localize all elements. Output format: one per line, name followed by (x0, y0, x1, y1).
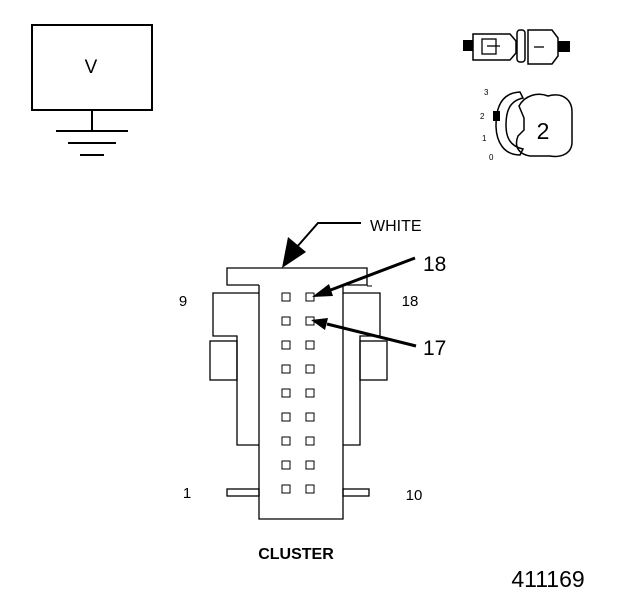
ignition-position-1: 1 (482, 134, 487, 143)
pin-grid (281, 292, 315, 494)
ignition-switch: 3 2 1 0 2 (480, 88, 573, 162)
connector-bottom-tab-right (342, 488, 370, 497)
terminal-cavity (281, 364, 291, 374)
terminal-cavity (305, 292, 315, 302)
connector-left-wall (212, 292, 259, 446)
wire-pointer-line (295, 222, 361, 249)
connector-left-latch (209, 340, 238, 381)
terminal-cavity (281, 460, 291, 470)
terminal-cavity (281, 292, 291, 302)
connector-right-latch (359, 340, 388, 381)
callout-17-label: 17 (423, 337, 446, 360)
terminal-cavity (281, 484, 291, 494)
terminal-cavity (305, 412, 315, 422)
pin-number-top-right: 18 (402, 293, 419, 310)
voltmeter: V (31, 24, 153, 156)
connector-plug-icon (463, 29, 570, 65)
figure-id: 411169 (511, 566, 584, 592)
wire-color-label: WHITE (370, 218, 422, 235)
ignition-position-2: 2 (480, 112, 485, 121)
arrow-18-head (312, 284, 333, 297)
connector-body (258, 285, 344, 520)
terminal-cavity (281, 388, 291, 398)
ignition-key-icon (493, 91, 573, 158)
terminal-cavity (281, 412, 291, 422)
arrow-17-line (326, 322, 417, 348)
voltmeter-label: V (85, 57, 98, 78)
wire-callout: WHITE (282, 218, 422, 268)
cluster-connector (209, 267, 388, 520)
arrow-18-line (327, 256, 416, 293)
connector-bottom-tab-left (226, 488, 260, 497)
ignition-selected-position: 2 (537, 118, 550, 144)
terminal-cavity (305, 340, 315, 350)
terminal-cavity (305, 436, 315, 446)
terminal-cavity (305, 388, 315, 398)
terminal-cavity (281, 316, 291, 326)
terminal-cavity (281, 436, 291, 446)
terminal-cavity (281, 340, 291, 350)
pin-number-bottom-left: 1 (183, 485, 191, 502)
pin-number-bottom-right: 10 (406, 487, 423, 504)
ignition-position-0: 0 (489, 153, 494, 162)
connector-name: CLUSTER (258, 546, 334, 563)
ground-icon (56, 130, 128, 156)
terminal-callouts: 18 17 (311, 253, 446, 360)
ignition-position-3: 3 (484, 88, 489, 97)
callout-18-label: 18 (423, 253, 446, 276)
terminal-cavity (305, 460, 315, 470)
terminal-cavity (305, 364, 315, 374)
pin-number-top-left: 9 (179, 293, 187, 310)
arrow-17-head (311, 318, 328, 330)
connector-right-wall (343, 292, 381, 446)
connector-top-lip (226, 267, 368, 286)
terminal-cavity (305, 484, 315, 494)
wire-pointer-arrowhead (282, 237, 306, 268)
